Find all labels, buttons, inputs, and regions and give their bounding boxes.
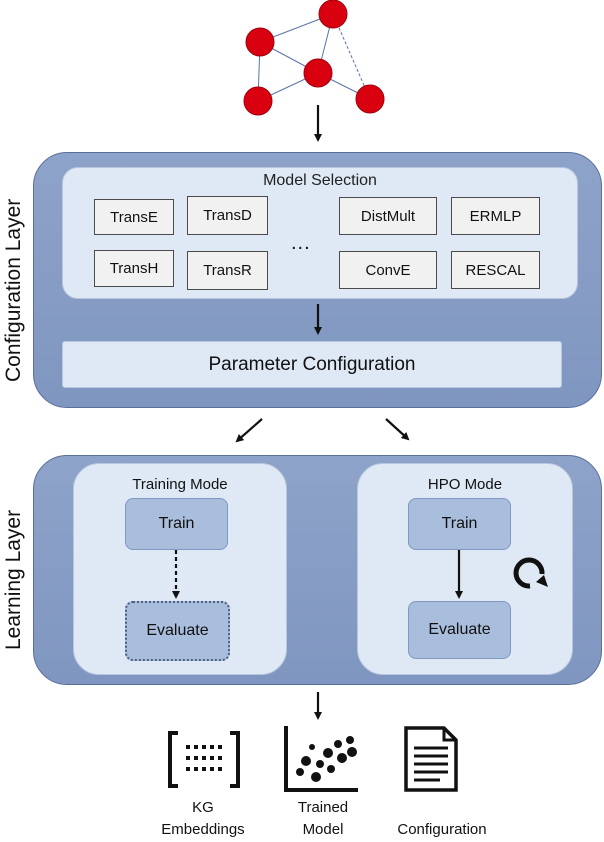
trained-model-label: Trained Model <box>297 799 349 838</box>
hpo-evaluate-step: Evaluate <box>408 601 511 659</box>
training-train-step: Train <box>125 498 228 550</box>
document-icon <box>404 726 458 792</box>
kg-embeddings-label: KG Embeddings <box>161 799 245 838</box>
model-ermlp: ERMLP <box>451 197 540 235</box>
more-models-ellipsis: ... <box>291 232 311 254</box>
embeddings-icon <box>168 731 240 788</box>
training-mode-title: Training Mode <box>132 476 228 493</box>
graph-node <box>303 58 333 88</box>
model-conve: ConvE <box>339 251 437 289</box>
model-transh: TransH <box>94 250 174 287</box>
arrow-config-to-hpo <box>385 418 410 441</box>
graph-node <box>318 0 348 29</box>
model-rescal: RESCAL <box>451 251 540 289</box>
graph-node <box>243 86 273 116</box>
model-transe: TransE <box>94 199 174 235</box>
training-evaluate-step: Evaluate <box>125 601 230 661</box>
model-distmult: DistMult <box>339 197 437 235</box>
configuration-output-label: Configuration <box>397 821 487 838</box>
model-selection-title: Model Selection <box>263 172 377 189</box>
model-transr: TransR <box>187 251 268 290</box>
parameter-configuration-box: Parameter Configuration <box>62 341 562 388</box>
embeddings-icon-dots <box>186 745 222 771</box>
scatter-plot-icon <box>284 726 358 792</box>
hpo-mode-title: HPO Mode <box>427 476 503 493</box>
refresh-loop-icon <box>513 557 548 589</box>
graph-node <box>355 84 385 114</box>
graph-node <box>245 27 275 57</box>
hpo-train-step: Train <box>408 498 511 550</box>
model-transd: TransD <box>187 196 268 235</box>
arrow-config-to-training <box>235 418 263 443</box>
